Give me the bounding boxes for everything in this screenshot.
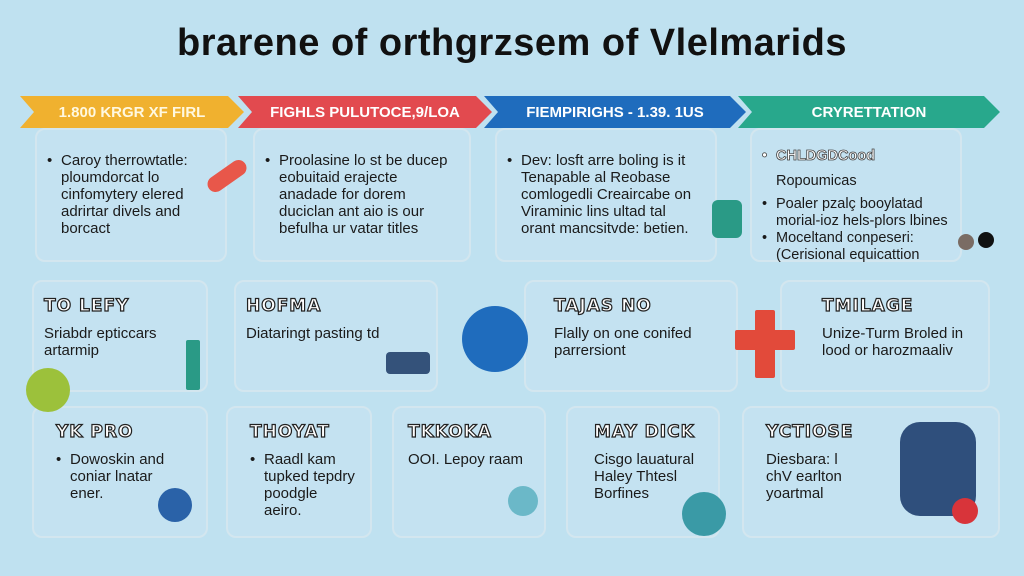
- bullet: CHLDGDCood: [762, 148, 948, 165]
- card-text: Flally on one conifed parrersiont: [554, 325, 692, 359]
- card-heading: YCTIOSE: [765, 422, 854, 442]
- bullet: Dowoskin and coniar lnatar ener.: [56, 451, 186, 502]
- camera-icon: [386, 352, 430, 374]
- person-icon: [958, 234, 974, 250]
- banner-4: CRYRETTATION: [738, 96, 1000, 128]
- page-title: brarene of orthgrzsem of Vlelmarids: [177, 22, 847, 64]
- card-text: Diesbara: l chV earlton yoartmal: [766, 451, 842, 502]
- card-text: Unize-Turm Broled in lood or harozmaaliv: [822, 325, 964, 359]
- cell-icon: [462, 306, 528, 372]
- banner-2: FIGHLS PULUTOCE,9/LOA: [238, 96, 492, 128]
- virus-icon: [26, 368, 70, 412]
- card-heading: MAY DICK: [593, 422, 695, 442]
- card-r2-2: HOFMA Diataringt pasting td: [234, 280, 438, 392]
- card-text: Cisgo lauatural Haley Thtesl Borfines: [594, 451, 695, 502]
- card-heading: TAJAS NO: [553, 296, 652, 316]
- robot-icon: [712, 200, 742, 238]
- card-r1-3: Dev: losft arre boling is it Tenapable a…: [495, 128, 717, 262]
- badge-icon: [952, 498, 978, 524]
- bullet: Proolasine lo st be ducep eobuitaid eraj…: [265, 152, 457, 237]
- card-r3-3: TKKOKA OOI. Lepoy raam: [392, 406, 546, 538]
- card-heading: TO LEFY: [43, 296, 130, 316]
- card-r1-2: Proolasine lo st be ducep eobuitaid eraj…: [253, 128, 471, 262]
- bullet: Raadl kam tupked tepdry poodgle aeiro.: [250, 451, 358, 519]
- bullet: Moceltand conpeseri: (Cerisional equicat…: [762, 230, 948, 264]
- banner-1: 1.800 KRGR XF FIRL: [20, 96, 244, 128]
- card-r1-1: Caroy therrowtatle: ploumdorcat lo cinfo…: [35, 128, 227, 262]
- card-heading: YK PRO: [55, 422, 134, 442]
- molecule-icon: [508, 486, 538, 516]
- red-cross-icon: [755, 310, 775, 378]
- card-heading: TMILAGE: [821, 296, 914, 316]
- card-text: Sriabdr epticcars artarmip: [44, 325, 157, 359]
- card-heading: THOYAT: [249, 422, 330, 442]
- card-text: Diataringt pasting td: [246, 325, 380, 342]
- card-r2-4: TMILAGE Unize-Turm Broled in lood or haro…: [780, 280, 990, 392]
- card-r1-4: CHLDGDCoodRopoumicasPoaler pzalç booylat…: [750, 128, 962, 264]
- card-r3-4: MAY DICK Cisgo lauatural Haley Thtesl Bor…: [566, 406, 720, 538]
- banner-3: FIEMPIRIGHS - 1.39. 1US: [484, 96, 746, 128]
- card-text: OOI. Lepoy raam: [408, 451, 524, 468]
- person-icon: [978, 232, 994, 248]
- bullet: Dev: losft arre boling is it Tenapable a…: [507, 152, 695, 237]
- card-heading: HOFMA: [245, 296, 322, 316]
- subheading: Ropoumicas: [776, 173, 857, 189]
- card-r3-2: THOYAT Raadl kam tupked tepdry poodgle ae…: [226, 406, 372, 538]
- globe-icon: [158, 488, 192, 522]
- bullet: Caroy therrowtatle: ploumdorcat lo cinfo…: [47, 152, 213, 237]
- bullet: Poaler pzalç booylatad morial-ioz hels-p…: [762, 196, 948, 230]
- medical-cross-icon: [186, 340, 200, 390]
- card-heading: TKKOKA: [407, 422, 492, 442]
- bacteria-icon: [682, 492, 726, 536]
- card-r2-3: TAJAS NO Flally on one conifed parrersion…: [524, 280, 738, 392]
